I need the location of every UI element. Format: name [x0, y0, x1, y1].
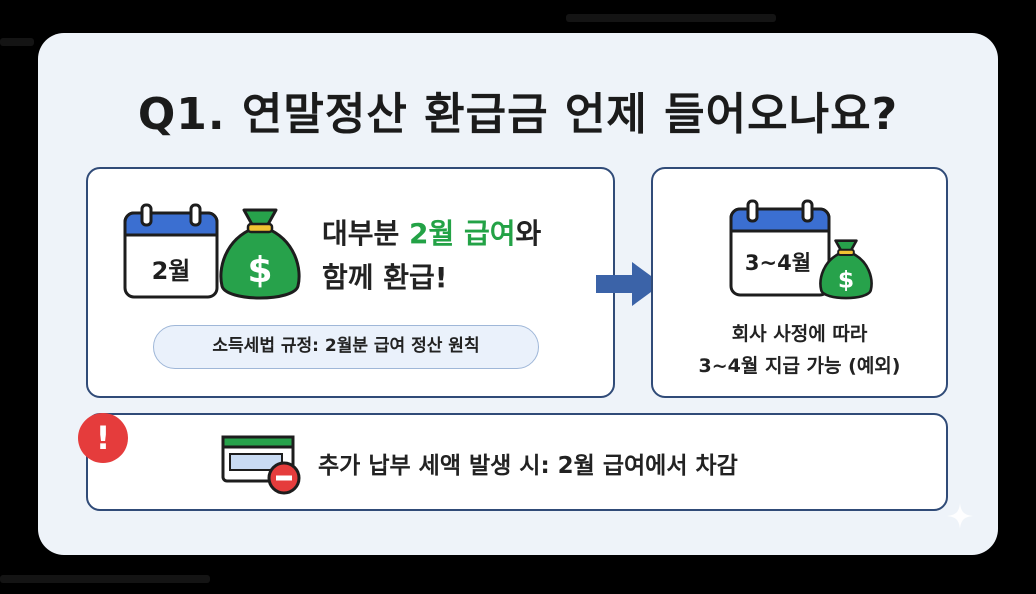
background-text-line	[566, 14, 776, 22]
calendar-icon	[729, 199, 831, 297]
svg-text:$: $	[838, 266, 854, 294]
calendar-icon	[123, 203, 219, 299]
calendar-month-label: 3~4월	[744, 251, 812, 275]
payslip-deduct-icon	[221, 435, 301, 495]
page-title: Q1. 연말정산 환급금 언제 들어오나요?	[137, 89, 899, 140]
exception-line2: 3~4월 지급 가능 (예외)	[698, 355, 901, 377]
deduction-text: 추가 납부 세액 발생 시: 2월 급여에서 차감	[318, 453, 738, 479]
exception-text: 회사 사정에 따라 3~4월 지급 가능 (예외)	[651, 318, 948, 382]
sparkle-icon	[947, 503, 973, 529]
calendar-month-label: 2월	[151, 257, 191, 285]
message-suffix: 와	[515, 217, 542, 250]
warning-icon: !	[78, 413, 128, 463]
money-bag-icon: $	[819, 239, 873, 300]
message-prefix: 대부분	[322, 217, 410, 250]
message-line2: 함께 환급!	[322, 261, 448, 294]
arrow-right-icon	[596, 262, 662, 306]
svg-text:$: $	[247, 250, 272, 291]
tax-law-pill: 소득세법 규정: 2월분 급여 정산 원칙	[153, 325, 539, 369]
refund-message: 대부분 2월 급여와 함께 환급!	[322, 212, 541, 300]
message-highlight: 2월 급여	[409, 217, 516, 250]
background-text-line	[0, 575, 210, 583]
money-bag-icon: $	[219, 208, 301, 300]
background-text-line	[0, 38, 34, 46]
exception-line1: 회사 사정에 따라	[731, 323, 868, 345]
